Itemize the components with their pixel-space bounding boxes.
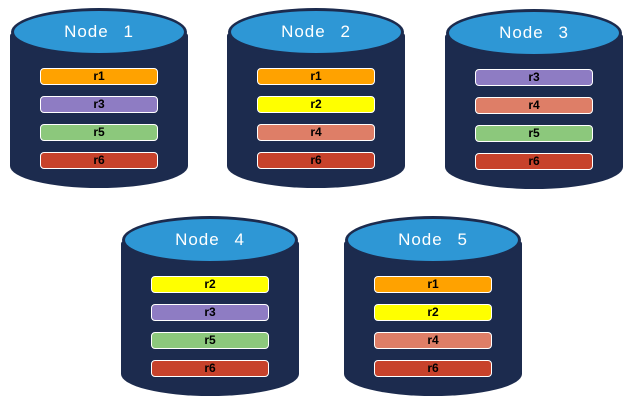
node-title: Node 5 [398,230,468,249]
db-node-cylinder-2: Node 2 r1 r2 r4 r6 [227,8,405,188]
replica-label: r6 [93,153,105,167]
cylinder-top-ellipse: Node 1 [11,8,187,56]
replica-label: r6 [528,154,540,168]
replica-bar-r6: r6 [151,360,269,377]
replica-label: r5 [528,126,540,140]
db-node-cylinder-4: Node 4 r2 r3 r5 r6 [121,216,299,396]
replica-label: r2 [427,305,439,319]
replica-label: r1 [93,69,105,83]
cylinder-top-ellipse: Node 5 [345,216,521,264]
db-node-cylinder-1: Node 1 r1 r3 r5 r6 [10,8,188,188]
replica-label: r4 [310,125,322,139]
cylinder-top-ellipse: Node 2 [228,8,404,56]
replica-list: r1 r2 r4 r6 [344,276,522,377]
cylinder-top-ellipse: Node 4 [122,216,298,264]
replica-label: r1 [310,69,322,83]
replica-list: r2 r3 r5 r6 [121,276,299,377]
node-title: Node 1 [64,22,134,41]
replica-label: r4 [427,333,439,347]
replica-label: r2 [204,277,216,291]
replica-bar-r5: r5 [475,125,593,142]
replica-label: r5 [204,333,216,347]
replica-label: r6 [204,361,216,375]
node-title: Node 3 [499,23,569,42]
replica-bar-r2: r2 [151,276,269,293]
replica-bar-r1: r1 [257,68,375,85]
replica-bar-r6: r6 [40,152,158,169]
replica-bar-r6: r6 [374,360,492,377]
node-title: Node 2 [281,22,351,41]
replica-label: r5 [93,125,105,139]
replica-bar-r3: r3 [475,69,593,86]
replica-bar-r2: r2 [257,96,375,113]
db-node-cylinder-3: Node 3 r3 r4 r5 r6 [445,9,623,189]
replica-bar-r6: r6 [257,152,375,169]
node-title: Node 4 [175,230,245,249]
replica-label: r6 [427,361,439,375]
replica-list: r1 r3 r5 r6 [10,68,188,169]
replica-label: r4 [528,98,540,112]
replica-list: r3 r4 r5 r6 [445,69,623,170]
replica-label: r2 [310,97,322,111]
replica-bar-r4: r4 [475,97,593,114]
replica-bar-r4: r4 [374,332,492,349]
cylinder-top-ellipse: Node 3 [446,9,622,57]
replica-bar-r3: r3 [40,96,158,113]
replica-bar-r6: r6 [475,153,593,170]
replica-label: r6 [310,153,322,167]
replica-list: r1 r2 r4 r6 [227,68,405,169]
replica-bar-r5: r5 [40,124,158,141]
replica-bar-r3: r3 [151,304,269,321]
replica-bar-r1: r1 [40,68,158,85]
replica-label: r3 [204,305,216,319]
replica-bar-r4: r4 [257,124,375,141]
replica-label: r1 [427,277,439,291]
replica-bar-r2: r2 [374,304,492,321]
replica-bar-r5: r5 [151,332,269,349]
replica-label: r3 [93,97,105,111]
replica-bar-r1: r1 [374,276,492,293]
db-node-cylinder-5: Node 5 r1 r2 r4 r6 [344,216,522,396]
replica-label: r3 [528,70,540,84]
